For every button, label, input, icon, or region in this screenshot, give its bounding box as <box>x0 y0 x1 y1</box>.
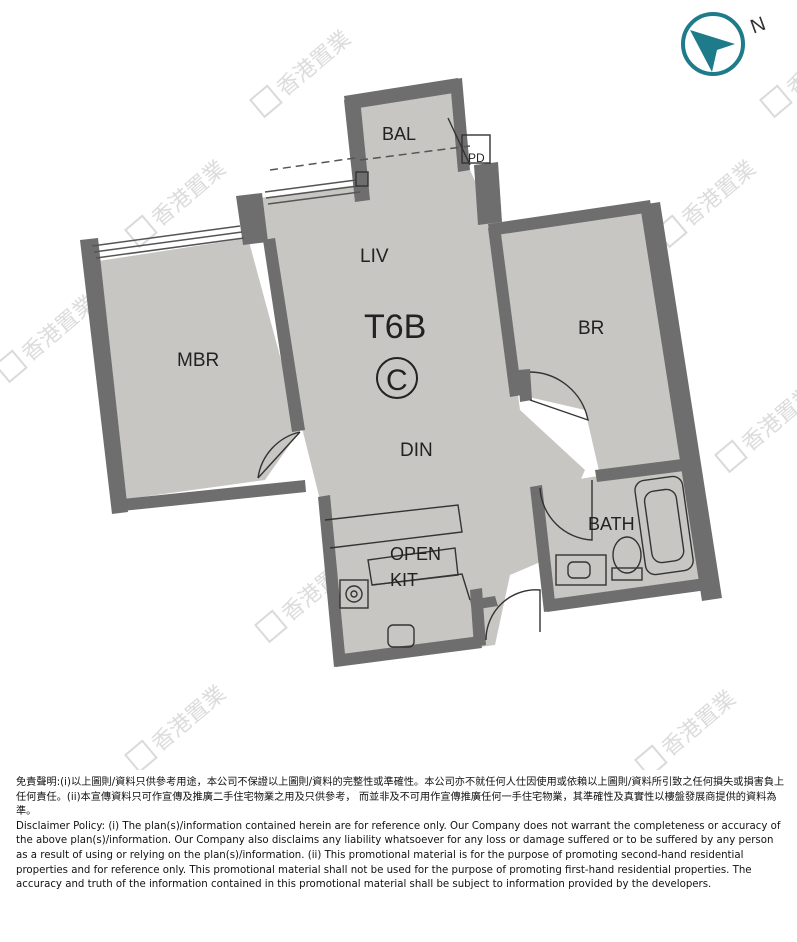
wall-pd <box>474 162 502 225</box>
watermark-logo: 香港置業 <box>249 26 356 119</box>
window-liv <box>264 179 361 205</box>
room-label-mbr: MBR <box>177 350 219 371</box>
watermark-logo: 香港置業 <box>634 686 741 770</box>
watermark-logo: 香港置業 <box>759 26 797 119</box>
wall-balcony-left <box>344 98 370 202</box>
compass-ring-icon <box>681 12 745 76</box>
door-mbr <box>257 431 301 479</box>
doors <box>257 371 593 641</box>
kitchen-sink <box>387 624 415 648</box>
window-liv-dashed <box>269 157 356 171</box>
wall-bath-top <box>595 458 692 482</box>
floor-plan: 香港置業 香港置業 香港置業 香港置業 香港置業 香港置業 香港置業 香港置業 … <box>0 12 797 770</box>
watermark-text: 香港置業 <box>148 156 231 232</box>
fixtures <box>324 117 694 648</box>
watermark-text: 香港置業 <box>678 156 761 232</box>
wall-kit-mid <box>470 596 498 610</box>
wall-mbr-right <box>263 238 305 432</box>
door-bath <box>539 480 593 541</box>
master-bedroom-floor <box>92 238 300 500</box>
wall-br-door-stub <box>518 369 532 402</box>
bedroom-floor <box>492 205 690 475</box>
north-arrow-icon <box>690 30 735 72</box>
room-label-bal: BAL <box>382 124 416 144</box>
walls <box>80 78 722 667</box>
wall-br-left <box>488 226 522 397</box>
bathtub <box>634 475 694 576</box>
wall-bath-left <box>530 485 556 612</box>
balcony-floor <box>346 80 470 200</box>
disclaimer-english: Disclaimer Policy: (i) The plan(s)/infor… <box>16 820 781 891</box>
wall-kit-left <box>318 495 346 667</box>
room-label-kit: KIT <box>390 570 418 590</box>
cooktop <box>339 579 369 609</box>
unit-mark-circle <box>376 357 418 399</box>
unit-mark-letter: C <box>386 364 408 397</box>
wall-balcony-top <box>344 78 460 110</box>
burner-center <box>350 590 358 598</box>
room-label-din: DIN <box>400 440 433 461</box>
column-small <box>355 171 369 187</box>
toilet <box>612 536 642 574</box>
room-label-bath: BATH <box>588 514 635 534</box>
room-label-open: OPEN <box>390 544 441 564</box>
door-br <box>529 371 589 422</box>
wall-bath-bottom <box>545 578 707 612</box>
watermark-text: 香港置業 <box>738 381 797 457</box>
bathroom-floor <box>540 462 705 600</box>
burner <box>345 585 363 603</box>
watermark-text: 香港置業 <box>783 26 797 102</box>
room-label-pd: PD <box>468 151 485 165</box>
counter-island <box>324 504 463 549</box>
north-label: N <box>748 13 769 39</box>
wall-kit-bottom <box>334 636 482 667</box>
wall-liv-left-top <box>236 193 268 245</box>
watermark-logo: 香港置業 <box>714 381 797 474</box>
wall-br-top <box>488 200 652 236</box>
pd-diagonal <box>447 117 471 166</box>
watermark-logo: 香港置業 <box>124 681 231 770</box>
kitchen-counter-2 <box>371 573 471 601</box>
watermark-text: 香港置業 <box>658 686 741 762</box>
watermark-logo: 香港置業 <box>0 291 101 384</box>
watermark-text: 香港置業 <box>148 681 231 757</box>
disclaimer-chinese: 免責聲明:(i)以上圖則/資料只供參考用途，本公司不保證以上圖則/資料的完整性或… <box>16 777 785 818</box>
wall-mbr-left <box>80 238 128 514</box>
room-label-liv: LIV <box>360 246 389 267</box>
basin <box>555 554 607 586</box>
basin-bowl <box>567 561 591 579</box>
door-entry <box>485 589 541 641</box>
room-label-br: BR <box>578 318 604 339</box>
toilet-tank <box>611 567 643 581</box>
wall-br-right <box>640 202 722 601</box>
wall-mbr-bottom <box>112 480 306 512</box>
room-labels: BAL PD LIV T6B C MBR BR DIN BATH OPEN KI… <box>177 124 635 590</box>
watermark-logo: 香港置業 <box>654 156 761 249</box>
disclaimer: 免責聲明:(i)以上圖則/資料只供參考用途，本公司不保證以上圖則/資料的完整性或… <box>16 776 786 893</box>
unit-label: T6B <box>364 308 426 346</box>
wall-balcony-right <box>450 78 470 172</box>
window-bal-dashed <box>359 145 471 161</box>
north-compass: N <box>681 12 769 76</box>
window-mbr <box>91 225 245 259</box>
watermark-text: 香港置業 <box>273 26 356 102</box>
windows <box>91 145 471 259</box>
bathtub-inner <box>643 488 685 564</box>
